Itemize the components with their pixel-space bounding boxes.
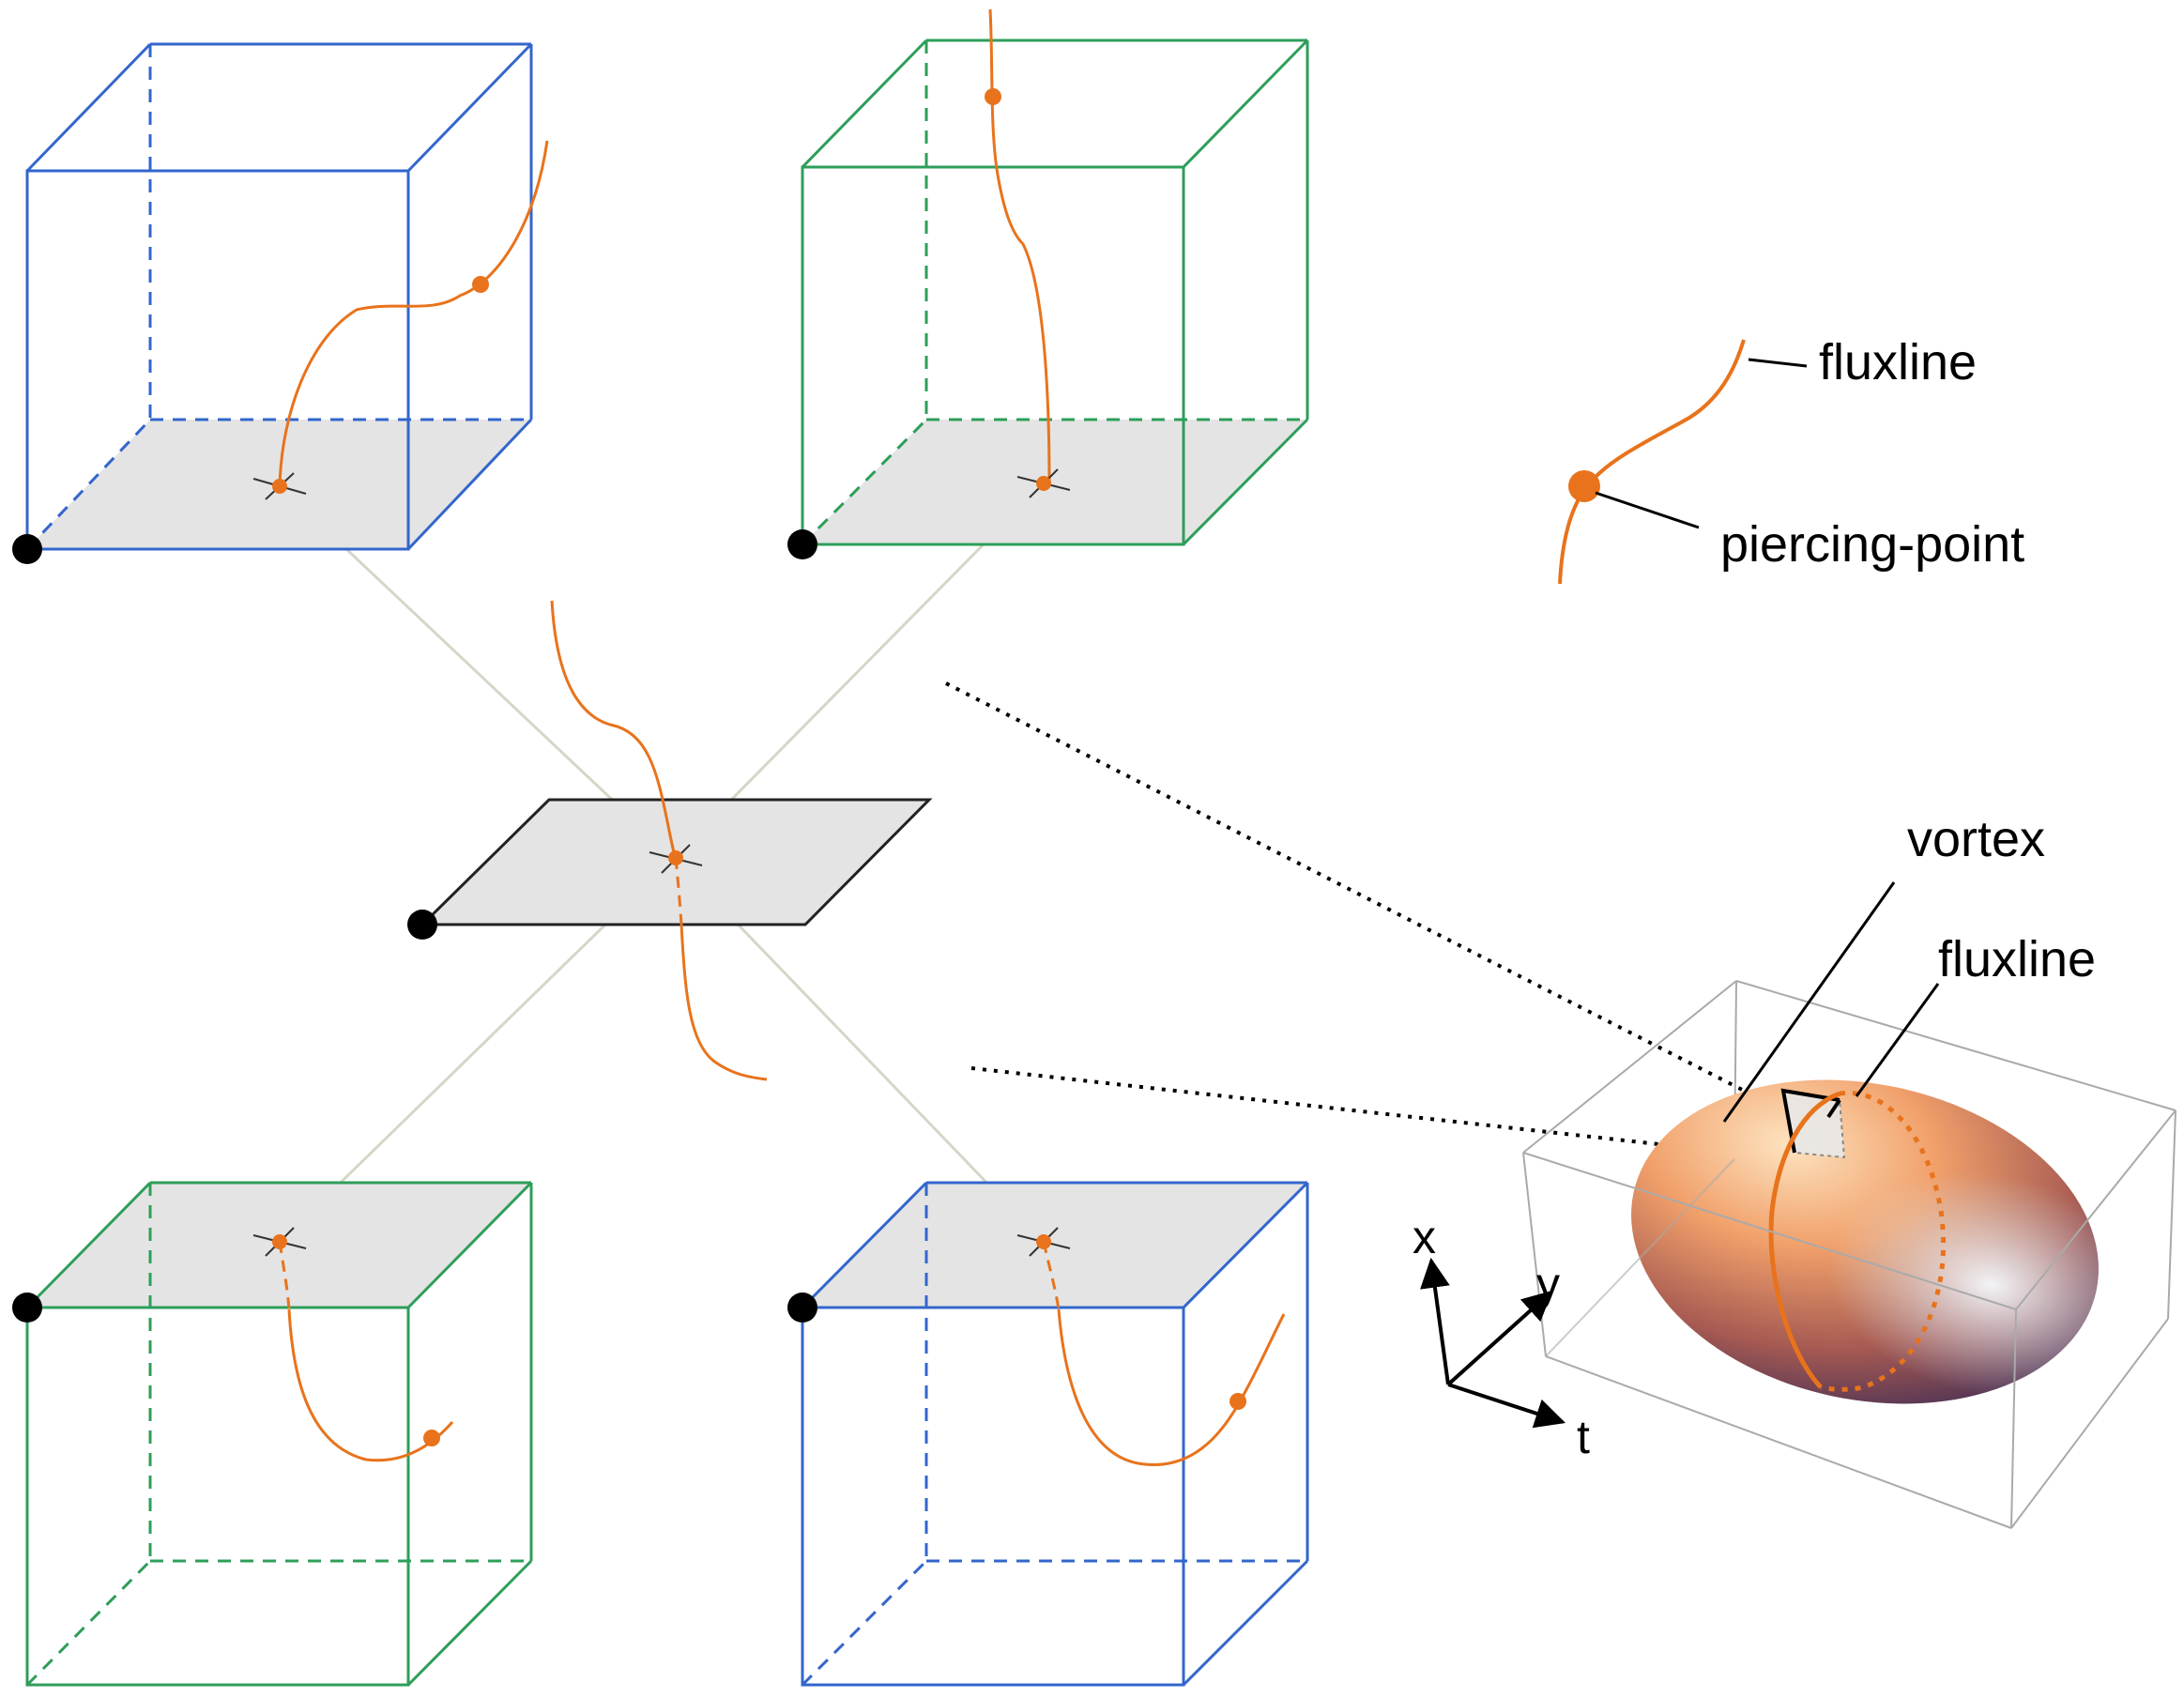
fluxline bbox=[287, 1308, 454, 1462]
leader-fluxline bbox=[1748, 358, 1808, 368]
legend-fluxline-label: fluxline bbox=[1819, 334, 1977, 390]
inset-plaquette bbox=[1780, 1088, 1846, 1159]
piercing-point bbox=[423, 1430, 440, 1446]
axis-t-label: t bbox=[1577, 1411, 1590, 1463]
legend-piercing-point bbox=[1568, 470, 1600, 502]
zoom-lines bbox=[945, 681, 1812, 1163]
site-dot bbox=[787, 529, 817, 559]
site-dot bbox=[787, 1293, 817, 1323]
cube-green-top-center bbox=[787, 8, 1309, 559]
fluxline bbox=[680, 924, 768, 1081]
leader-vortex bbox=[1722, 881, 1896, 1123]
piercing-point bbox=[472, 276, 489, 293]
cube-green-bottom-left bbox=[12, 1181, 533, 1687]
axis-y bbox=[1446, 1290, 1553, 1386]
legend-fluxline bbox=[1558, 339, 1746, 585]
site-dot bbox=[12, 534, 42, 564]
legend-piercing-point-label: piercing-point bbox=[1720, 516, 2024, 573]
fluxline bbox=[278, 140, 549, 487]
fluxline bbox=[550, 600, 678, 859]
legend: fluxline piercing-point bbox=[1558, 334, 2024, 585]
piercing-point bbox=[1229, 1393, 1246, 1410]
plaquette-piercing-point bbox=[272, 1234, 287, 1249]
cube-blue-top-left bbox=[12, 42, 549, 564]
leader-fluxline-inset bbox=[1855, 983, 1940, 1097]
plaquette-piercing-point bbox=[272, 479, 287, 494]
axis-x bbox=[1420, 1257, 1450, 1385]
bounding-box-front bbox=[1522, 1109, 2176, 1529]
inset-fluxline-label: fluxline bbox=[1938, 931, 2096, 987]
inset: vortex fluxline x y t bbox=[1413, 811, 2176, 1529]
site-dot bbox=[12, 1293, 42, 1323]
site-dot bbox=[407, 910, 437, 940]
inset-fluxline bbox=[1768, 1091, 1840, 1389]
bottom-plaquette bbox=[802, 420, 1307, 544]
axes bbox=[1420, 1257, 1566, 1429]
central-plaquette bbox=[407, 600, 933, 1081]
piercing-point bbox=[985, 88, 1001, 105]
plaquette-piercing-point bbox=[1036, 1234, 1051, 1249]
cube-blue-bottom-center bbox=[787, 1181, 1309, 1687]
vortex-label: vortex bbox=[1907, 811, 2045, 867]
plaquette-piercing-point bbox=[668, 850, 683, 865]
plaquette-piercing-point bbox=[1036, 476, 1051, 491]
axis-t bbox=[1447, 1383, 1566, 1429]
fluxline bbox=[1057, 1308, 1286, 1466]
ellipsoid bbox=[1631, 1079, 2099, 1404]
leader-piercing-point bbox=[1595, 491, 1700, 529]
axis-y-label: y bbox=[1536, 1258, 1560, 1310]
fluxline bbox=[988, 8, 1051, 484]
axis-x-label: x bbox=[1413, 1211, 1436, 1263]
